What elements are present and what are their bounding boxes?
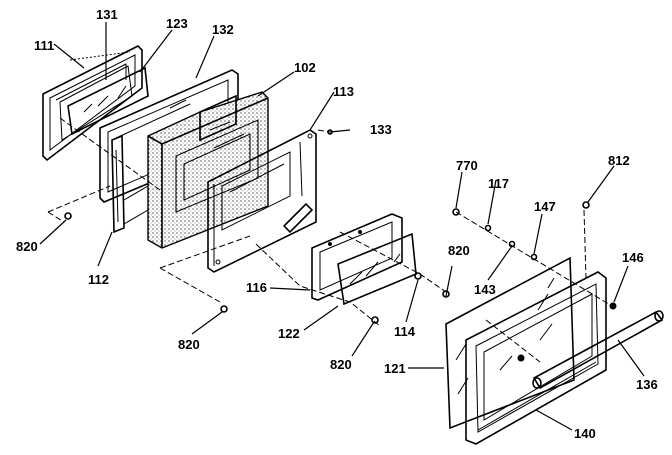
label-147: 147 bbox=[534, 199, 556, 214]
spacer-147-icon bbox=[530, 253, 538, 261]
label-820-right: 820 bbox=[448, 243, 470, 258]
part-131-gasket bbox=[59, 65, 133, 141]
screw-820-left-icon bbox=[64, 212, 72, 220]
screw-770-icon bbox=[452, 208, 460, 216]
part-122-window-glass bbox=[337, 232, 417, 306]
label-820-lower: 820 bbox=[178, 337, 200, 352]
label-820-left: 820 bbox=[16, 239, 38, 254]
screw-820-right-icon bbox=[442, 290, 450, 298]
screw-820-lower-icon bbox=[220, 305, 228, 313]
part-136-handle bbox=[532, 310, 664, 390]
label-111: 111 bbox=[34, 38, 54, 53]
end-cap-146-icon bbox=[609, 302, 617, 310]
label-114: 114 bbox=[394, 324, 416, 339]
washer-117-icon bbox=[484, 224, 492, 232]
label-812: 812 bbox=[608, 153, 630, 168]
part-140-outer-door-frame bbox=[465, 271, 607, 445]
label-121: 121 bbox=[384, 361, 406, 376]
part-121-outer-glass bbox=[445, 256, 575, 430]
label-113: 113 bbox=[333, 84, 354, 99]
label-122: 122 bbox=[278, 326, 300, 341]
label-140: 140 bbox=[574, 426, 596, 441]
part-112-side-bracket bbox=[111, 134, 149, 234]
label-131: 131 bbox=[96, 7, 118, 22]
label-117: 117 bbox=[488, 176, 509, 191]
label-770: 770 bbox=[456, 158, 478, 173]
leader-lines bbox=[39, 22, 645, 431]
handle-mount-icon bbox=[517, 354, 525, 362]
spacer-143-icon bbox=[508, 240, 516, 248]
label-820-center: 820 bbox=[330, 357, 352, 372]
label-132: 132 bbox=[212, 22, 234, 37]
label-146: 146 bbox=[622, 250, 644, 265]
screw-812-icon bbox=[582, 201, 590, 209]
label-102: 102 bbox=[294, 60, 316, 75]
spacer-114-icon bbox=[414, 272, 422, 280]
part-111-back-frame bbox=[42, 45, 143, 162]
label-133: 133 bbox=[370, 122, 392, 137]
label-136: 136 bbox=[636, 377, 658, 392]
label-112: 112 bbox=[88, 272, 109, 287]
label-123: 123 bbox=[166, 16, 188, 31]
hardware bbox=[64, 129, 617, 362]
label-143: 143 bbox=[474, 282, 496, 297]
screw-820-center-icon bbox=[371, 316, 379, 324]
part-labels: 111 131 123 132 102 113 133 820 112 820 … bbox=[16, 7, 658, 441]
part-123-inner-glass bbox=[67, 66, 149, 136]
label-116: 116 bbox=[246, 280, 267, 295]
part-116-window-frame bbox=[311, 213, 403, 301]
